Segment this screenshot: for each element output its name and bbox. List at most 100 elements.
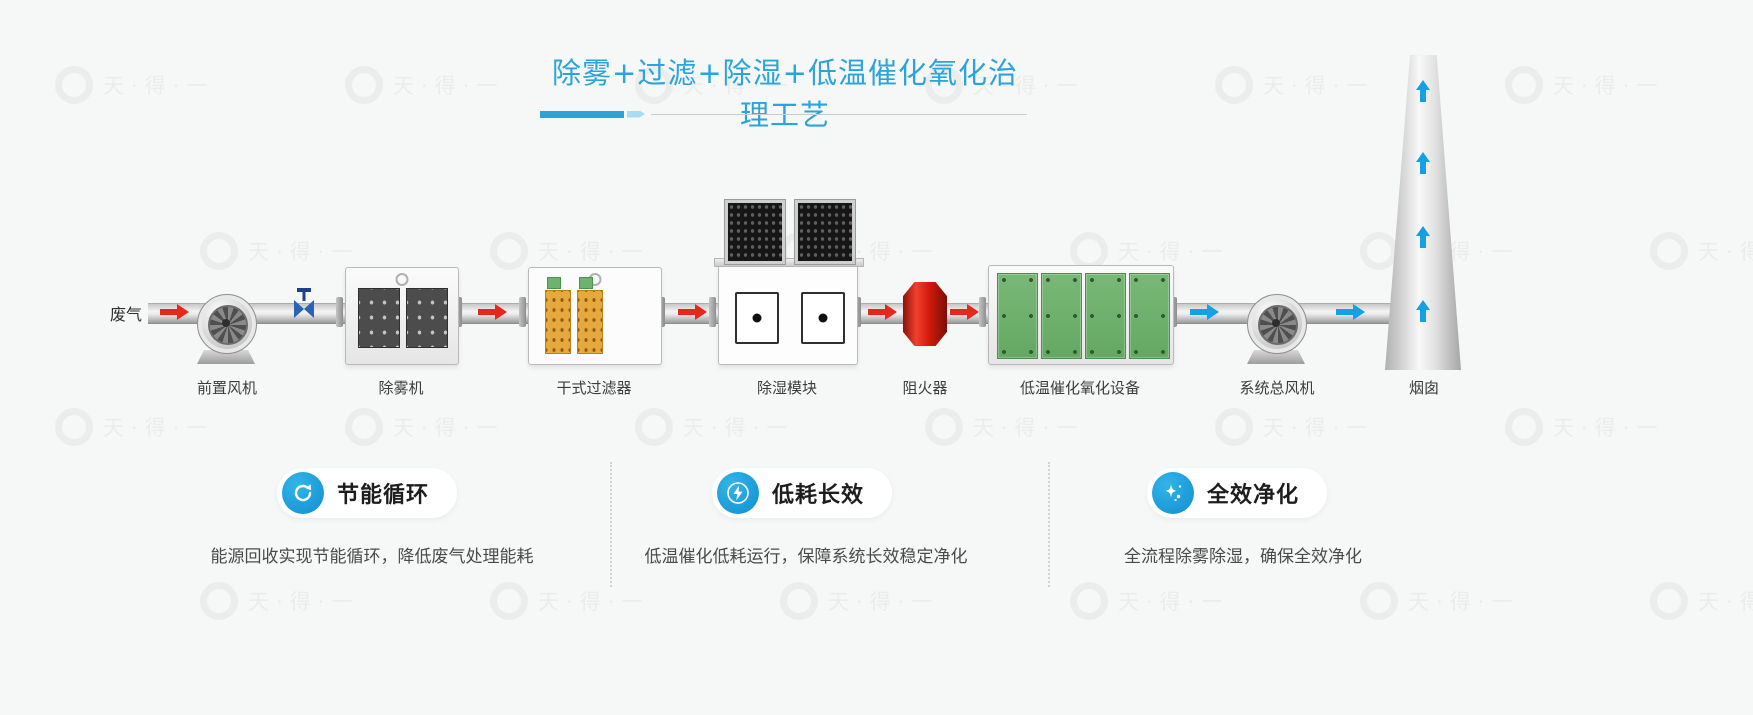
up-arrow-icon [1416,226,1430,250]
feature-pill-low-consumption: 低耗长效 [712,468,893,518]
watermark: 天·得·一 [635,408,794,446]
main-fan [1225,294,1329,366]
catalyst-panel [1041,273,1082,359]
watermark: 天·得·一 [1505,66,1664,104]
filter-cartridge [577,290,603,354]
up-arrow-icon [1416,152,1430,176]
logo-ring-icon [490,232,528,270]
sparkle-icon [1165,484,1182,502]
logo-ring-icon [345,66,383,104]
pipe-flange [709,297,716,327]
demister-panel [406,288,448,348]
logo-ring-icon [1360,232,1398,270]
flow-arrow-icon [160,304,190,320]
watermark: 天·得·一 [55,408,214,446]
flow-arrow-icon [478,304,508,320]
underline-rule [651,113,1027,115]
label-demister: 除雾机 [378,379,424,397]
feature-pill-full-purification: 全效净化 [1147,468,1328,518]
dehumidifier-lid [714,258,864,267]
fan-base [1247,350,1305,364]
logo-ring-icon [55,66,93,104]
logo-ring-icon [200,582,238,620]
demister-panel [358,288,400,348]
logo-ring-icon [200,232,238,270]
demister-unit [345,267,459,365]
feature-icon-circle [717,472,759,514]
filter-indicator [547,277,561,289]
watermark: 天·得·一 [490,232,649,270]
logo-ring-icon [635,408,673,446]
underline-arrow-icon [627,110,645,118]
underline-accent-bar [540,110,624,118]
watermark: 天·得·一 [1505,408,1664,446]
feature-icon-circle [1152,472,1194,514]
page-title: 除雾+过滤+除湿+低温催化氧化治理工艺 [552,56,1018,132]
flow-arrow-icon [1336,304,1366,320]
condenser-grille [724,199,786,265]
watermark: 天·得·一 [1650,232,1753,270]
pre-fan [175,294,279,366]
logo-ring-icon [490,582,528,620]
inlet-label: 废气 [110,305,143,324]
feature-desc-energy-cycle: 能源回收实现节能循环，降低废气处理能耗 [210,547,534,567]
watermark: 天·得·一 [1070,582,1229,620]
fan-hub [222,319,230,327]
dehumidifier-unit [714,199,864,365]
feature-title: 低耗长效 [772,483,865,508]
filter-indicator [579,277,593,289]
flow-arrow-icon [950,304,980,320]
flow-arrow-icon [1190,304,1220,320]
label-main-fan: 系统总风机 [1239,379,1315,397]
logo-ring-icon [1215,408,1253,446]
watermark: 天·得·一 [780,582,939,620]
pipe-flange [519,297,526,327]
condenser-grille [794,199,856,265]
fan-hub [1272,319,1280,327]
pipe-flange [979,297,986,327]
feature-divider [1048,462,1050,587]
label-flame-arrester: 阻火器 [902,379,948,397]
box-logo-icon [395,273,409,286]
title-underline [540,110,1027,118]
watermark: 天·得·一 [1650,582,1753,620]
filter-cartridge [545,290,571,354]
pipe-flange [336,297,343,327]
inlet-valve-icon [294,288,314,318]
logo-ring-icon [780,582,818,620]
watermark: 天·得·一 [345,408,504,446]
watermark: 天·得·一 [925,408,1084,446]
logo-ring-icon [1650,582,1688,620]
logo-ring-icon [1360,582,1398,620]
flow-arrow-icon [678,304,708,320]
flow-arrow-icon [868,304,898,320]
feature-title: 节能循环 [337,483,430,508]
watermark: 天·得·一 [200,232,359,270]
label-dehumidifier: 除湿模块 [756,379,817,397]
fan-rotor-icon [208,305,248,345]
watermark: 天·得·一 [200,582,359,620]
up-arrow-icon [1416,300,1430,324]
logo-ring-icon [1070,582,1108,620]
watermark: 天·得·一 [490,582,649,620]
feature-icon-circle [282,472,324,514]
logo-ring-icon [925,408,963,446]
dry-filter-unit [528,267,662,365]
catalytic-oxidation-unit [988,265,1174,365]
feature-desc-low-consumption: 低温催化低耗运行，保障系统长效稳定净化 [644,547,968,567]
feature-title: 全效净化 [1207,483,1300,508]
bolt-icon [727,482,749,504]
access-door [801,292,845,344]
label-pre-fan: 前置风机 [196,379,257,397]
flame-arrester-unit [903,282,947,346]
label-chimney: 烟囱 [1408,379,1439,397]
catalyst-panel [1085,273,1126,359]
label-dry-filter: 干式过滤器 [556,379,632,397]
feature-pill-energy-cycle: 节能循环 [277,468,458,518]
watermark: 天·得·一 [345,66,504,104]
logo-ring-icon [1505,66,1543,104]
logo-ring-icon [345,408,383,446]
watermark: 天·得·一 [1215,66,1374,104]
label-catalytic: 低温催化氧化设备 [1019,379,1140,397]
